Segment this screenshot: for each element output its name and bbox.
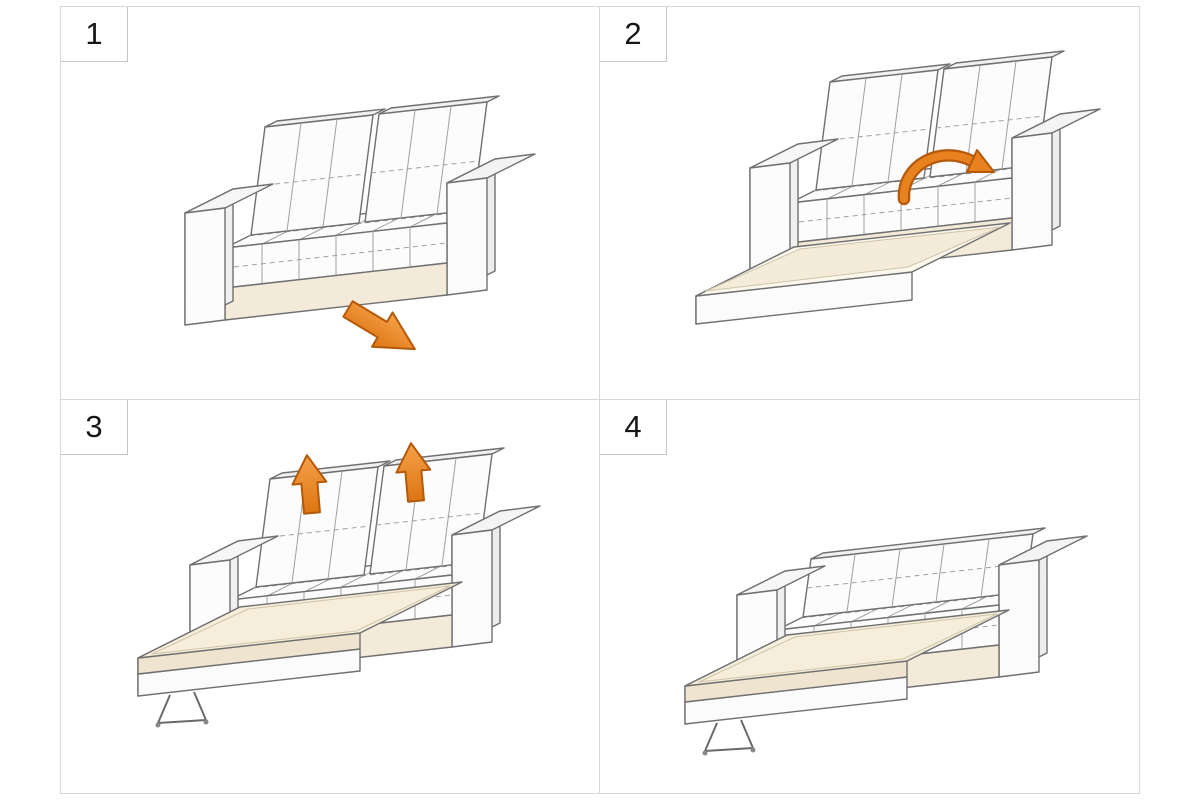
step-number-box: 4: [600, 400, 667, 455]
pull-out-drawer: [694, 222, 1011, 325]
bed-platform: [683, 608, 1010, 756]
step-number: 2: [624, 16, 642, 51]
sofa-bed-extended-illustration: [137, 440, 590, 728]
step-number-box: 1: [61, 7, 128, 62]
step-number-box: 3: [61, 400, 128, 455]
panel-step-3: 3: [61, 400, 600, 793]
panel-step-2: 2: [600, 7, 1139, 400]
sofa-closed-illustration: [70, 33, 590, 368]
panel-step-1: 1: [61, 7, 600, 400]
step-number-box: 2: [600, 7, 667, 62]
flip-over-arrow-icon: [897, 149, 995, 206]
instruction-grid: 1 2 3: [60, 6, 1140, 794]
bed-platform: [137, 580, 463, 728]
sofa: [185, 96, 535, 325]
panel-step-4: 4: [600, 400, 1139, 793]
sofa-bed-complete-illustration: [683, 427, 1130, 756]
step-number: 1: [85, 16, 103, 51]
step-number: 4: [624, 409, 642, 444]
step-number: 3: [85, 409, 103, 444]
sofa-drawer-extended-illustration: [694, 33, 1130, 325]
